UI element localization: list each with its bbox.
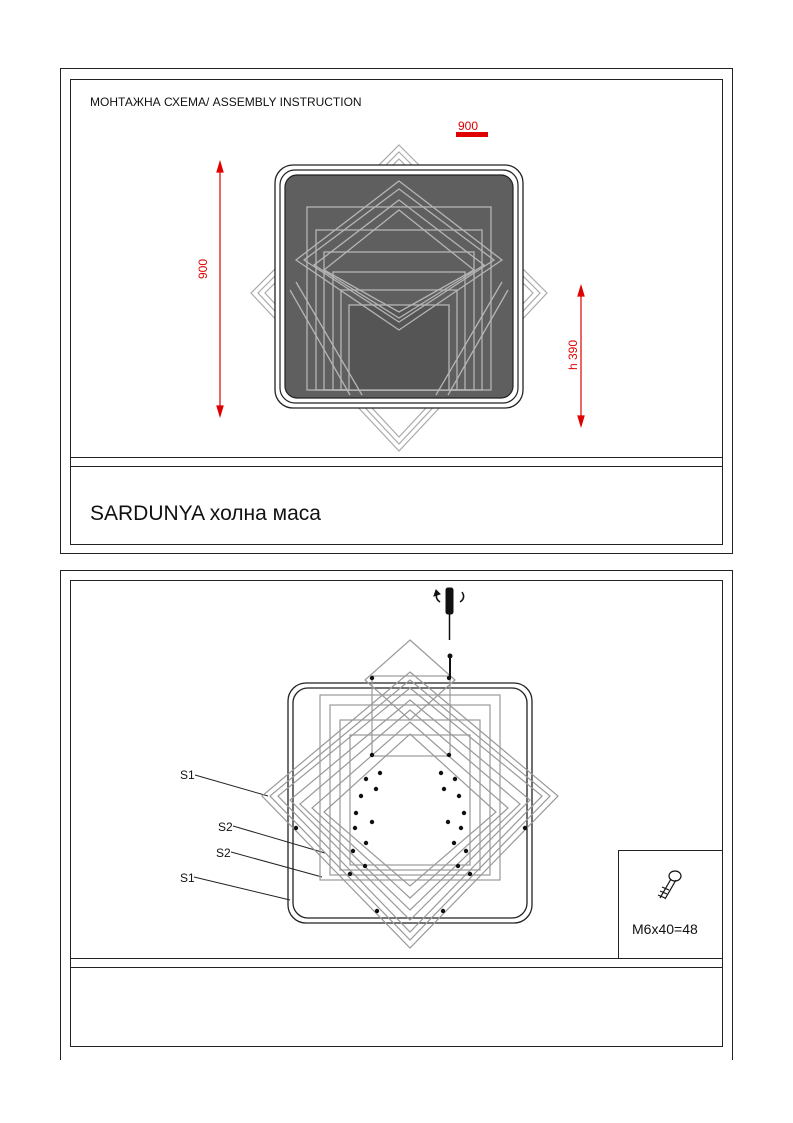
sheet-2 xyxy=(60,570,733,1060)
screw-icon xyxy=(657,870,682,900)
part-label-s2-second: S2 xyxy=(216,846,231,860)
dimension-width-label: 900 xyxy=(458,119,479,133)
part-label-s1-bottom: S1 xyxy=(180,871,195,885)
sheet-2-title-divider-2 xyxy=(70,967,723,968)
hardware-box xyxy=(618,850,723,958)
nested-frames xyxy=(289,180,509,396)
sheet-1-title-divider xyxy=(70,457,723,458)
product-title: SARDUNYA холна маса xyxy=(90,502,321,525)
stacked-frames xyxy=(261,639,559,949)
table-top-view-drawing xyxy=(216,144,585,452)
dimension-width-mark xyxy=(456,132,488,137)
part-label-s1-top: S1 xyxy=(180,768,195,782)
table-top-outline xyxy=(287,682,533,924)
bolt-holes xyxy=(293,675,528,914)
h-dimension-arrow xyxy=(577,283,585,429)
table-top-glass xyxy=(284,174,514,399)
sheet-1-frame xyxy=(70,79,723,545)
part-label-s2-first: S2 xyxy=(218,820,233,834)
height-dimension-arrow xyxy=(216,159,224,419)
sheet-2-frame xyxy=(70,580,723,1047)
screw-spec: M6x40=48 xyxy=(632,921,698,937)
sheet-2-title-divider xyxy=(70,958,723,959)
screwdriver-icon xyxy=(433,587,465,640)
sheet-1 xyxy=(60,68,733,554)
assembly-header: МОНТАЖНА СХЕМА/ ASSEMBLY INSTRUCTION xyxy=(90,95,362,109)
sheet-1-title-divider-2 xyxy=(70,466,723,467)
